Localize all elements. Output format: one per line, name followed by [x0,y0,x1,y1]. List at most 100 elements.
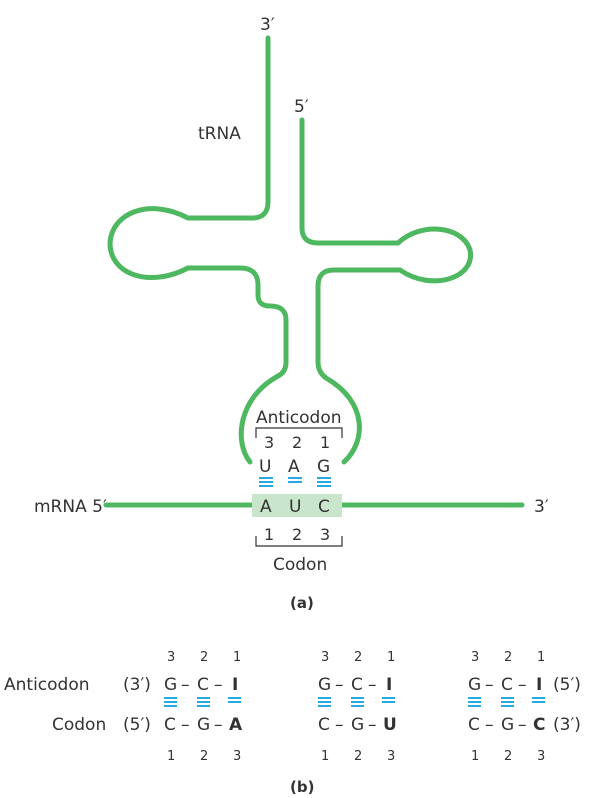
dash: – [335,675,344,695]
codon-bases: A U C [260,497,330,517]
top-position: 1 [537,650,545,665]
codon-base: C [468,715,480,735]
wobble-codon-base: A [229,715,243,735]
mrna-strand [103,494,525,517]
trna-left-lower-strand [185,265,289,379]
wobble-pair-1: 3 2 1 G – C – I C – G – A 1 2 3 [164,650,243,764]
anticodon-row-label: Anticodon [4,675,90,695]
dash: – [485,675,494,695]
codon-base: C [164,715,176,735]
bottom-position: 2 [504,749,512,764]
anticodon-base: G [318,675,331,695]
trna-right-lower-strand [315,267,403,381]
trna-3prime-arm [185,35,271,221]
dash: – [335,715,344,735]
codon-base: G [351,715,364,735]
mrna-label: mRNA 5′ [34,497,107,517]
anticodon-base: C [197,675,209,695]
anticodon-position: 1 [320,433,330,452]
top-position: 2 [504,650,512,665]
dash: – [368,675,377,695]
trna-label: tRNA [198,124,241,144]
anticodon-position-numbers: 3 2 1 [264,433,330,452]
wobble-codon-base: C [533,715,545,735]
dash: – [518,675,527,695]
dash: – [368,715,377,735]
dash: – [214,715,223,735]
dash: – [518,715,527,735]
codon-highlight-box [252,494,342,517]
top-position: 1 [387,650,395,665]
top-position: 3 [471,650,479,665]
codon-base: G [501,715,514,735]
anticodon-base: C [501,675,513,695]
mrna-3prime-label: 3′ [534,497,549,517]
dash: – [181,675,190,695]
bottom-position: 1 [167,749,175,764]
codon-base: U [289,497,301,517]
top-position: 1 [233,650,241,665]
top-position: 3 [321,650,329,665]
anticodon-end-right: (5′) [553,675,581,695]
codon-end-right: (3′) [553,715,581,735]
codon-position-numbers: 1 2 3 [264,525,330,544]
wobble-anticodon-base: I [536,675,542,695]
base-pair-bonds [468,697,545,707]
codon-position: 2 [292,525,302,544]
trna-5prime-arm [299,117,401,246]
bottom-position: 1 [471,749,479,764]
wobble-anticodon-base: I [386,675,392,695]
codon-position: 1 [264,525,274,544]
codon-base: C [318,715,330,735]
trna-3prime-label: 3′ [260,15,275,35]
codon-position: 3 [320,525,330,544]
anticodon-base: G [468,675,481,695]
bottom-position: 2 [200,749,208,764]
base-pair-bonds [318,697,395,707]
bottom-position: 1 [321,749,329,764]
anticodon-position: 3 [264,433,274,452]
trna-anticodon-loop [238,373,281,465]
anticodon-position: 2 [292,433,302,452]
trna-right-loop [395,226,473,284]
anticodon-bases: U A G [259,457,330,477]
panel-a-caption: (a) [290,594,314,612]
trna-molecule [107,35,473,465]
trna-left-loop [107,206,191,280]
codon-base: A [260,497,272,517]
dash: – [214,675,223,695]
base-pair-bonds [164,697,241,707]
codon-end-left: (5′) [123,715,151,735]
panel-b-caption: (b) [290,778,314,796]
codon-label: Codon [273,555,327,575]
top-position: 2 [200,650,208,665]
codon-row-label: Codon [52,715,106,735]
top-position: 2 [354,650,362,665]
wobble-pair-2: 3 2 1 G – C – I C – G – U 1 2 3 [318,650,397,764]
codon-base: C [318,497,330,517]
anticodon-end-left: (3′) [123,675,151,695]
wobble-codon-base: U [383,715,397,735]
anticodon-bracket [255,427,343,438]
bottom-position: 3 [537,749,545,764]
trna-anticodon-loop-right [323,375,362,465]
wobble-anticodon-base: I [232,675,238,695]
codon-base: G [197,715,210,735]
anticodon-base: A [288,457,300,477]
codon-bracket [255,536,343,547]
bottom-position: 3 [233,749,241,764]
dash: – [181,715,190,735]
base-pair-bonds-a [259,477,331,487]
anticodon-label: Anticodon [256,408,342,428]
trna-5prime-label: 5′ [294,97,309,117]
anticodon-base: C [351,675,363,695]
dash: – [485,715,494,735]
bottom-position: 3 [387,749,395,764]
top-position: 3 [167,650,175,665]
anticodon-base: U [259,457,271,477]
bottom-position: 2 [354,749,362,764]
anticodon-base: G [317,457,330,477]
wobble-pair-3: 3 2 1 G – C – I C – G – C 1 2 3 [468,650,545,764]
anticodon-base: G [164,675,177,695]
